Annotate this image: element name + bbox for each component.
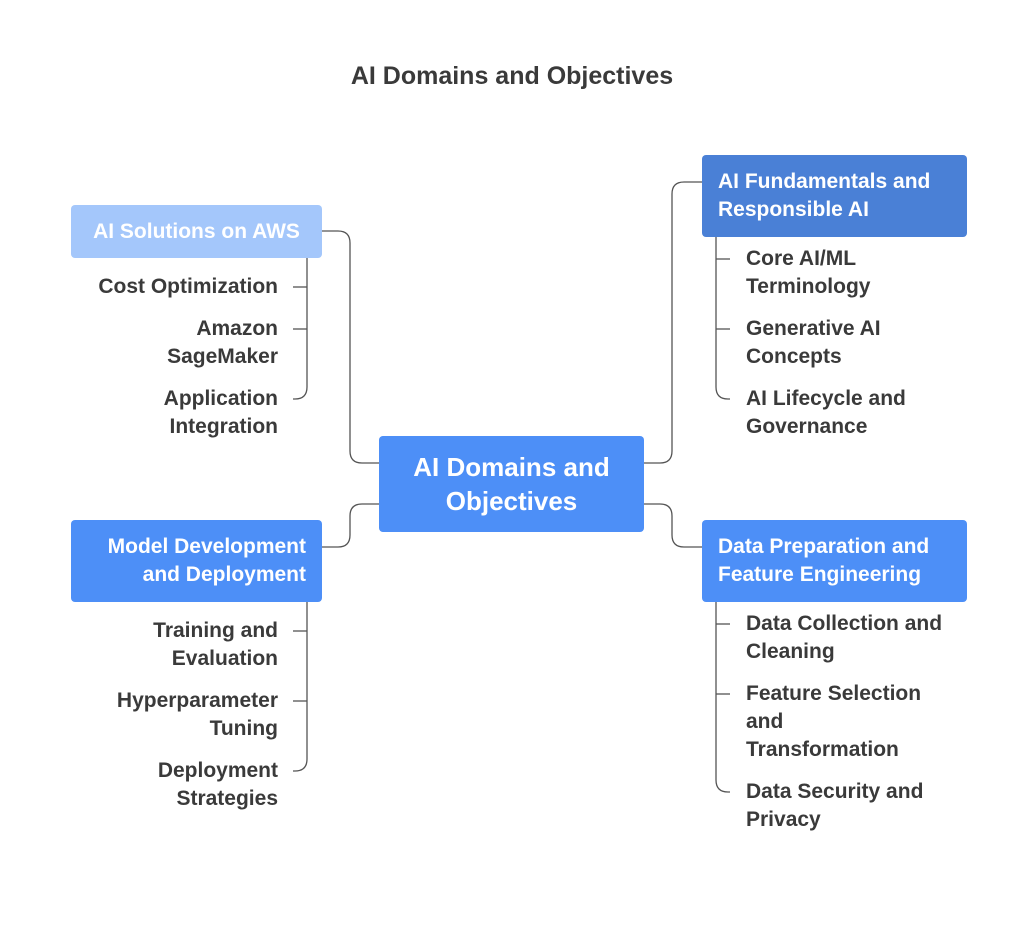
center-node-label: AI Domains and Objectives — [413, 452, 610, 516]
leaf-model-2: Hyperparameter Tuning — [116, 689, 278, 740]
branch-node-fundamentals: AI Fundamentals and Responsible AI — [702, 155, 967, 237]
leaf-aws-3: Application Integration — [163, 387, 278, 438]
branch-label-fundamentals: AI Fundamentals and Responsible AI — [718, 170, 931, 221]
center-node: AI Domains and Objectives — [379, 436, 644, 532]
branch-label-aws: AI Solutions on AWS — [93, 219, 300, 243]
leaf-aws-1: Cost Optimization — [98, 275, 278, 298]
leaf-fundamentals-3: AI Lifecycle and Governance — [746, 387, 906, 438]
leaf-data-1: Data Collection and Cleaning — [746, 612, 943, 663]
branch-node-model: Model Development and Deployment — [71, 520, 322, 602]
diagram-title: AI Domains and Objectives — [350, 62, 674, 90]
leaf-data-3: Data Security and Privacy — [746, 780, 924, 831]
leaf-model-3: Deployment Strategies — [157, 759, 278, 810]
branch-label-model: Model Development and Deployment — [107, 535, 306, 586]
branch-node-data: Data Preparation and Feature Engineering — [702, 520, 967, 602]
leaf-fundamentals-2: Generative AI Concepts — [746, 317, 881, 368]
leaf-fundamentals-1: Core AI/ML Terminology — [746, 247, 871, 298]
leaf-data-2: Feature Selection and Transformation — [746, 682, 922, 761]
leaf-model-1: Training and Evaluation — [153, 619, 278, 670]
branch-label-data: Data Preparation and Feature Engineering — [718, 535, 930, 586]
leaf-aws-2: Amazon SageMaker — [167, 317, 278, 368]
branch-node-aws: AI Solutions on AWS — [71, 205, 322, 258]
